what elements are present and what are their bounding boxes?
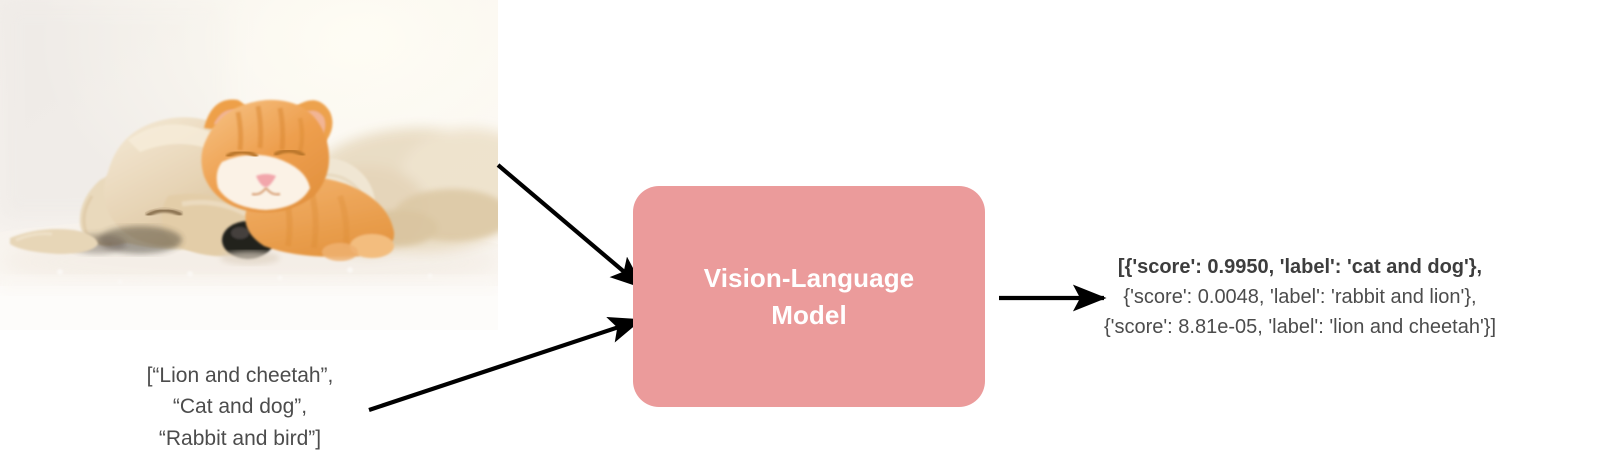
puppy-and-kitten-photo (0, 0, 498, 330)
model-box-label: Vision-Language Model (703, 262, 915, 330)
output-line-1: [{'score': 0.9950, 'label': 'cat and dog… (1117, 256, 1483, 278)
input-image (0, 0, 498, 330)
vision-language-model-box[interactable]: Vision-Language Model (633, 186, 985, 407)
model-output: [{'score': 0.9950, 'label': 'cat and dog… (1050, 252, 1550, 342)
arrow-image-to-model (496, 163, 644, 289)
arrow-prompt-to-model (368, 317, 643, 412)
output-line-3: {'score': 8.81e-05, 'label': 'lion and c… (1103, 316, 1497, 338)
output-line-2: {'score': 0.0048, 'label': 'rabbit and l… (1123, 286, 1477, 308)
candidate-labels-prompt: [“Lion and cheetah”, “Cat and dog”, “Rab… (146, 364, 334, 450)
